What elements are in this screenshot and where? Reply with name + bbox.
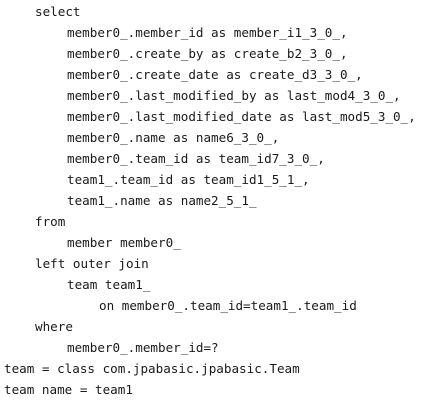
console-line: member0_.create_by as create_b2_3_0_, bbox=[67, 46, 348, 61]
console-line: team1_.name as name2_5_1_ bbox=[67, 193, 257, 208]
console-line: member0_.member_id as member_i1_3_0_, bbox=[67, 25, 348, 40]
console-line: member0_.name as name6_3_0_, bbox=[67, 130, 280, 145]
console-line: member0_.create_date as create_d3_3_0_, bbox=[67, 67, 363, 82]
console-line: on member0_.team_id=team1_.team_id bbox=[99, 298, 357, 313]
console-line: member0_.last_modified_date as last_mod5… bbox=[67, 109, 416, 124]
console-line: team = class com.jpabasic.jpabasic.Team bbox=[4, 361, 300, 376]
console-line: team name = team1 bbox=[4, 382, 133, 397]
console-line: team1_.team_id as team_id1_5_1_, bbox=[67, 172, 310, 187]
console-line: member0_.member_id=? bbox=[67, 340, 219, 355]
console-line: member0_.last_modified_by as last_mod4_3… bbox=[67, 88, 401, 103]
console-line: left outer join bbox=[35, 256, 149, 271]
console-line: from bbox=[35, 214, 66, 229]
console-line: where bbox=[35, 319, 73, 334]
console-line: team team1_ bbox=[67, 277, 151, 292]
console-line: select bbox=[35, 4, 81, 19]
console-line: member member0_ bbox=[67, 235, 181, 250]
console-line: member0_.team_id as team_id7_3_0_, bbox=[67, 151, 325, 166]
